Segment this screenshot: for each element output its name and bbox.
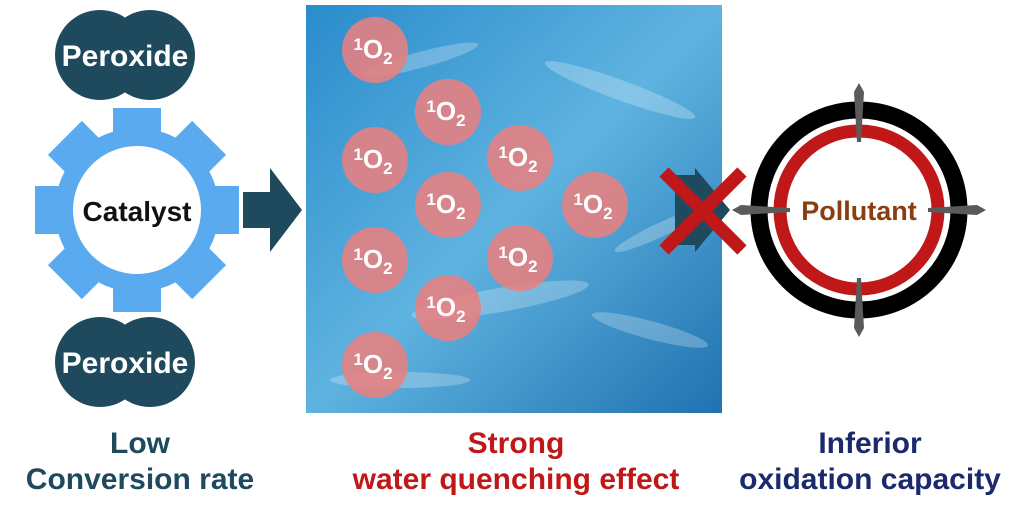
bubble-circle	[342, 332, 408, 398]
singlet-oxygen-bubble: 1O2	[562, 172, 628, 238]
singlet-oxygen-bubble: 1O2	[415, 79, 481, 145]
caption-right-line1: Inferior	[818, 427, 922, 460]
bubble-circle	[415, 172, 481, 238]
arrow-right-icon	[243, 168, 302, 252]
singlet-oxygen-bubble: 1O2	[342, 332, 408, 398]
singlet-oxygen-label: 1O2	[426, 189, 465, 223]
singlet-oxygen-label: 1O2	[573, 189, 612, 223]
caption-left-line2: Conversion rate	[25, 463, 255, 496]
singlet-oxygen-label: 1O2	[353, 349, 392, 383]
caption-left: Low Conversion rate	[0, 426, 280, 498]
cross-icon	[659, 167, 747, 255]
bubble-circle	[487, 225, 553, 291]
peroxide-bottom: Peroxide	[55, 317, 195, 407]
water-image	[306, 5, 722, 413]
pollutant-label: Pollutant	[801, 196, 917, 226]
singlet-oxygen-bubble: 1O2	[487, 225, 553, 291]
pollutant-target-icon: Pollutant	[732, 83, 986, 337]
peroxide-top: Peroxide	[55, 10, 195, 100]
bubble-circle	[342, 127, 408, 193]
singlet-oxygen-bubble: 1O2	[342, 227, 408, 293]
singlet-oxygen-label: 1O2	[498, 242, 537, 276]
singlet-oxygen-bubble: 1O2	[487, 125, 553, 191]
caption-middle-line1: Strong	[467, 427, 565, 460]
bubble-circle	[415, 79, 481, 145]
singlet-oxygen-bubble: 1O2	[415, 172, 481, 238]
singlet-oxygen-label: 1O2	[353, 244, 392, 278]
singlet-oxygen-label: 1O2	[353, 144, 392, 178]
caption-middle: Strong water quenching effect	[276, 426, 756, 498]
bubble-circle	[342, 227, 408, 293]
singlet-oxygen-label: 1O2	[426, 96, 465, 130]
singlet-oxygen-label: 1O2	[426, 292, 465, 326]
caption-left-line1: Low	[110, 427, 170, 460]
peroxide-top-label: Peroxide	[62, 40, 189, 73]
bubble-circle	[342, 17, 408, 83]
caption-right-line2: oxidation capacity	[739, 463, 1001, 496]
catalyst-label: Catalyst	[83, 196, 192, 227]
bubble-circle	[562, 172, 628, 238]
singlet-oxygen-bubble: 1O2	[342, 127, 408, 193]
peroxide-bottom-label: Peroxide	[62, 347, 189, 380]
bubble-circle	[415, 275, 481, 341]
bubble-circle	[487, 125, 553, 191]
singlet-oxygen-bubble: 1O2	[342, 17, 408, 83]
singlet-oxygen-bubble: 1O2	[415, 275, 481, 341]
singlet-oxygen-group: 1O2 1O2 1O2 1O2 1O2 1O2 1O2 1O2 1O2 1O2	[342, 17, 628, 398]
singlet-oxygen-label: 1O2	[498, 142, 537, 176]
singlet-oxygen-label: 1O2	[353, 34, 392, 68]
catalyst-gear-icon: Catalyst	[35, 108, 239, 312]
caption-middle-line2: water quenching effect	[352, 463, 680, 496]
caption-right: Inferior oxidation capacity	[720, 426, 1017, 498]
